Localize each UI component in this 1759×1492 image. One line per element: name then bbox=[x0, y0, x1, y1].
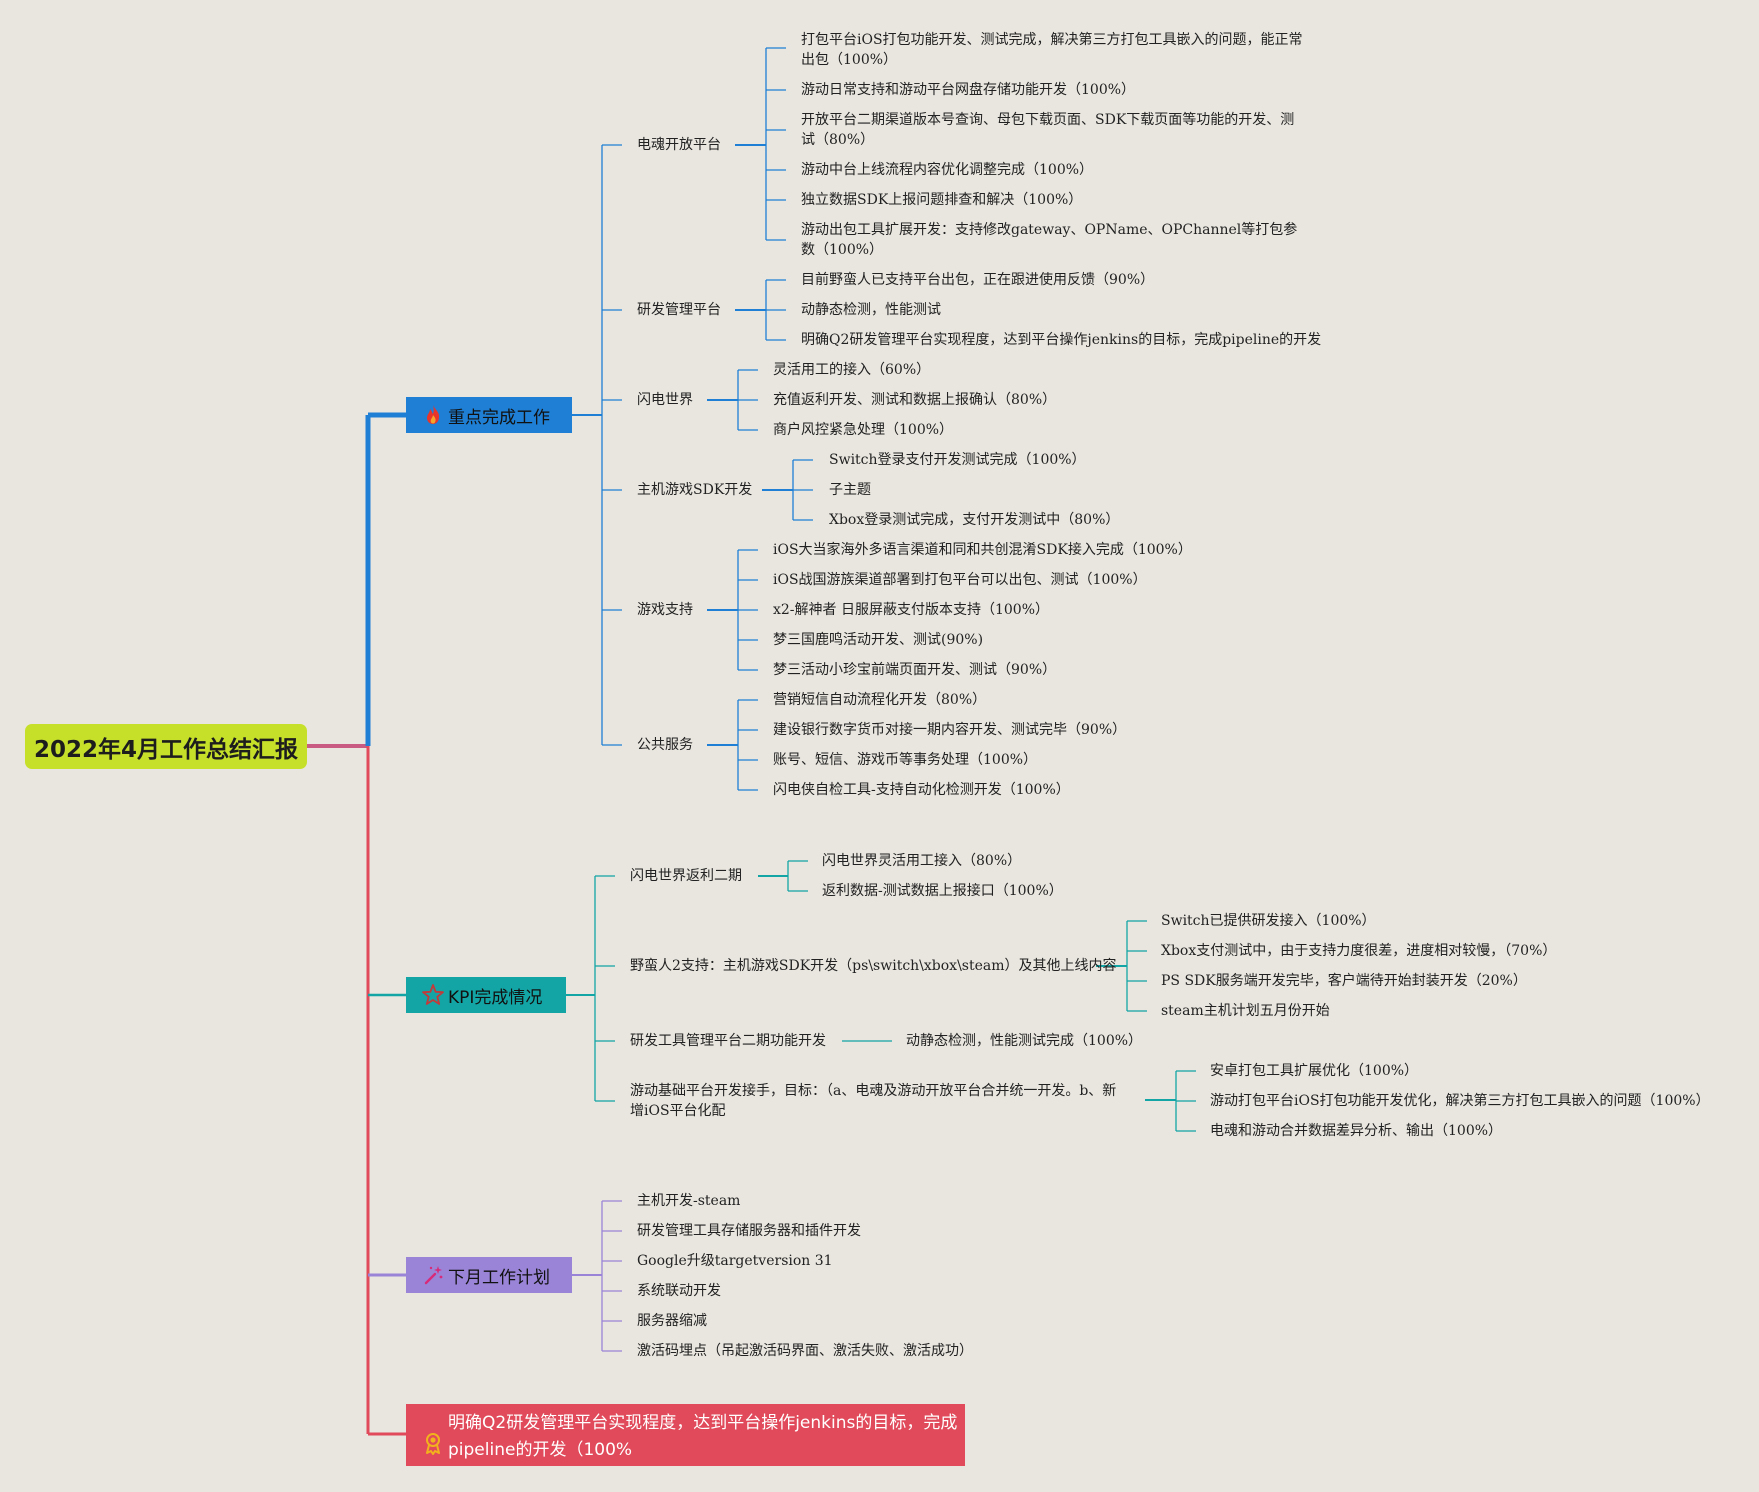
list-item[interactable]: 动静态检测，性能测试完成（100%） bbox=[906, 1033, 1143, 1049]
list-item[interactable]: 灵活用工的接入（60%） bbox=[773, 362, 931, 378]
group-label[interactable]: 游动基础平台开发接手，目标：（a、电魂及游动开放平台合并统一开发。b、新增iOS… bbox=[630, 1083, 1117, 1119]
group-label[interactable]: 闪电世界 bbox=[637, 392, 693, 408]
branch-key-work[interactable]: 重点完成工作 bbox=[406, 397, 572, 433]
group-label[interactable]: 闪电世界返利二期 bbox=[630, 868, 742, 884]
magic-wand-icon bbox=[420, 1262, 446, 1288]
branch-goal-label: 明确Q2研发管理平台实现程度，达到平台操作jenkins的目标，完成pipeli… bbox=[448, 1413, 958, 1460]
list-item[interactable]: 独立数据SDK上报问题排查和解决（100%） bbox=[801, 192, 1083, 208]
branch-key-work-label: 重点完成工作 bbox=[448, 407, 550, 428]
list-item[interactable]: 打包平台iOS打包功能开发、测试完成，解决第三方打包工具嵌入的问题，能正常出包（… bbox=[801, 32, 1303, 68]
list-item[interactable]: 建设银行数字货币对接一期内容开发、测试完毕（90%） bbox=[773, 722, 1127, 738]
branch-kpi-label: KPI完成情况 bbox=[448, 987, 543, 1008]
list-item[interactable]: 游动出包工具扩展开发：支持修改gateway、OPName、OPChannel等… bbox=[801, 222, 1298, 258]
root-topic[interactable]: 2022年4月工作总结汇报 bbox=[25, 724, 307, 769]
branch-next-month-label: 下月工作计划 bbox=[448, 1267, 550, 1288]
list-item[interactable]: PS SDK服务端开发完毕，客户端待开始封装开发（20%） bbox=[1161, 973, 1527, 989]
list-item[interactable]: x2-解神者 日服屏蔽支付版本支持（100%） bbox=[773, 602, 1050, 618]
group-label[interactable]: 研发工具管理平台二期功能开发 bbox=[630, 1033, 826, 1049]
list-item[interactable]: 开放平台二期渠道版本号查询、母包下载页面、SDK下载页面等功能的开发、测试（80… bbox=[801, 112, 1295, 148]
list-item[interactable]: 账号、短信、游戏币等事务处理（100%） bbox=[773, 752, 1038, 768]
list-item[interactable]: 电魂和游动合并数据差异分析、输出（100%） bbox=[1210, 1123, 1503, 1139]
group-label[interactable]: 研发管理平台 bbox=[637, 302, 721, 318]
list-item[interactable]: 闪电世界灵活用工接入（80%） bbox=[822, 853, 1022, 869]
list-item[interactable]: Xbox支付测试中，由于支持力度很差，进度相对较慢，（70%） bbox=[1161, 943, 1557, 959]
list-item[interactable]: 返利数据-测试数据上报接口（100%） bbox=[822, 883, 1063, 899]
branch-kpi[interactable]: KPI完成情况 bbox=[406, 977, 566, 1013]
list-item[interactable]: 动静态检测，性能测试 bbox=[801, 302, 941, 318]
branch-next-month[interactable]: 下月工作计划 bbox=[406, 1257, 572, 1293]
branch-goal[interactable]: 明确Q2研发管理平台实现程度，达到平台操作jenkins的目标，完成pipeli… bbox=[406, 1404, 965, 1466]
list-item[interactable]: 梦三活动小珍宝前端页面开发、测试（90%） bbox=[773, 662, 1057, 678]
list-item[interactable]: 闪电侠自检工具-支持自动化检测开发（100%） bbox=[773, 782, 1070, 798]
list-item[interactable]: 商户风控紧急处理（100%） bbox=[773, 422, 954, 438]
list-item[interactable]: 充值返利开发、测试和数据上报确认（80%） bbox=[773, 392, 1057, 408]
list-item[interactable]: 营销短信自动流程化开发（80%） bbox=[773, 692, 987, 708]
group-label[interactable]: 主机游戏SDK开发 bbox=[637, 482, 753, 498]
list-item[interactable]: 主机开发-steam bbox=[637, 1193, 741, 1209]
group-label[interactable]: 游戏支持 bbox=[637, 602, 693, 618]
list-item[interactable]: 系统联动开发 bbox=[637, 1283, 721, 1299]
list-item[interactable]: 研发管理工具存储服务器和插件开发 bbox=[637, 1223, 861, 1239]
list-item[interactable]: 激活码埋点（吊起激活码界面、激活失败、激活成功） bbox=[637, 1343, 973, 1359]
group-label[interactable]: 电魂开放平台 bbox=[637, 137, 721, 153]
root-title: 2022年4月工作总结汇报 bbox=[33, 736, 299, 763]
list-item[interactable]: 游动中台上线流程内容优化调整完成（100%） bbox=[801, 162, 1094, 178]
list-item[interactable]: steam主机计划五月份开始 bbox=[1161, 1003, 1330, 1019]
list-item[interactable]: iOS大当家海外多语言渠道和同和共创混淆SDK接入完成（100%） bbox=[773, 542, 1192, 558]
list-item[interactable]: Google升级targetversion 31 bbox=[637, 1253, 833, 1269]
list-item[interactable]: 子主题 bbox=[829, 482, 871, 498]
list-item[interactable]: 安卓打包工具扩展优化（100%） bbox=[1210, 1063, 1419, 1079]
award-icon bbox=[420, 1430, 446, 1456]
list-item[interactable]: 游动打包平台iOS打包功能开发优化，解决第三方打包工具嵌入的问题（100%） bbox=[1210, 1093, 1710, 1109]
list-item[interactable]: 游动日常支持和游动平台网盘存储功能开发（100%） bbox=[801, 82, 1136, 98]
group-label[interactable]: 公共服务 bbox=[637, 737, 693, 753]
list-item[interactable]: Switch已提供研发接入（100%） bbox=[1161, 913, 1376, 929]
group-label[interactable]: 野蛮人2支持：主机游戏SDK开发（ps\switch\xbox\steam）及其… bbox=[630, 958, 1117, 974]
list-item[interactable]: 目前野蛮人已支持平台出包，正在跟进使用反馈（90%） bbox=[801, 272, 1155, 288]
list-item[interactable]: 梦三国鹿鸣活动开发、测试(90%) bbox=[773, 632, 984, 648]
star-icon bbox=[420, 982, 446, 1008]
list-item[interactable]: iOS战国游族渠道部署到打包平台可以出包、测试（100%） bbox=[773, 572, 1147, 588]
list-item[interactable]: Switch登录支付开发测试完成（100%） bbox=[829, 452, 1086, 468]
list-item[interactable]: Xbox登录测试完成，支付开发测试中（80%） bbox=[829, 512, 1120, 528]
flame-icon bbox=[420, 402, 446, 428]
list-item[interactable]: 明确Q2研发管理平台实现程度，达到平台操作jenkins的目标，完成pipeli… bbox=[801, 332, 1322, 348]
list-item[interactable]: 服务器缩减 bbox=[637, 1313, 707, 1329]
